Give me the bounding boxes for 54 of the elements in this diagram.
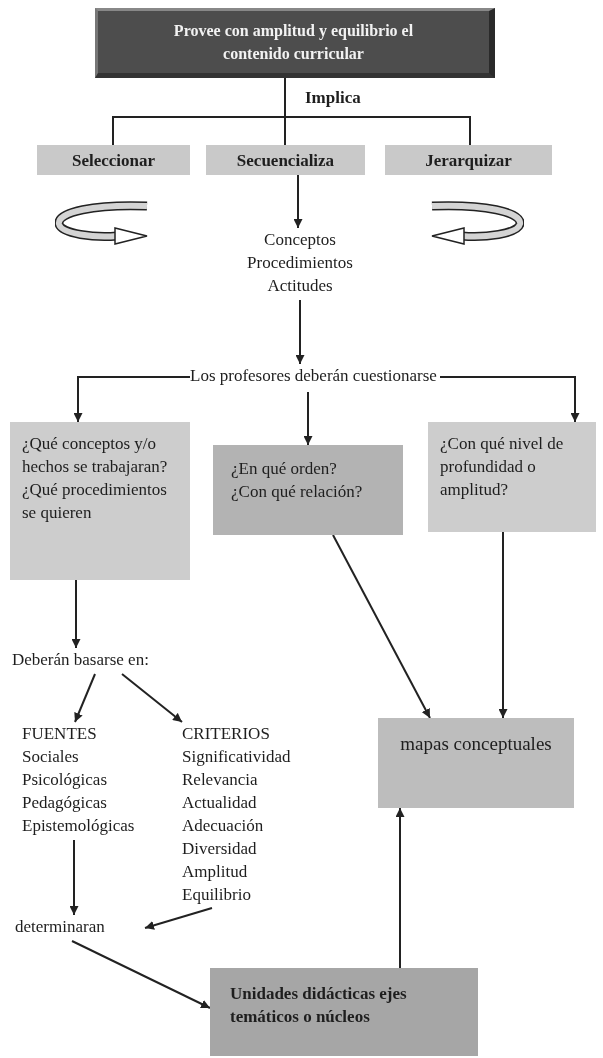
arrow <box>332 534 431 719</box>
question-box <box>10 422 190 580</box>
list-item: Significatividad <box>182 746 292 768</box>
list-item: Adecuación <box>182 815 265 837</box>
box-text: ¿Qué conceptos y/o hechos se trabajaran? <box>22 433 169 478</box>
result-box <box>210 968 478 1056</box>
question-box <box>213 445 403 535</box>
arrow <box>439 376 580 423</box>
list-item: Procedimientos <box>247 252 353 274</box>
box-text: ¿Con qué nivel de profundidad o amplitud? <box>440 433 565 501</box>
list-item: Equilibrio <box>182 884 252 906</box>
arrow <box>498 531 508 719</box>
arrow <box>121 673 183 723</box>
question-box <box>428 422 596 532</box>
node-text: Los profesores deberán cuestionarse <box>190 364 440 392</box>
box-text: ¿Qué procedimientos se quieren <box>22 479 168 524</box>
arrow <box>71 940 211 1009</box>
list-item: Actitudes <box>267 275 333 297</box>
list-item: Actualidad <box>182 792 258 814</box>
process-box <box>206 145 365 175</box>
line-label: Implica <box>305 88 361 108</box>
list-item: Sociales <box>22 746 80 768</box>
arrow <box>74 673 96 723</box>
box-text: Provee con amplitud y equilibrio el contenido curricular <box>172 21 415 64</box>
box-text: Secuencializa <box>236 149 335 172</box>
process-box <box>385 145 552 175</box>
list-item: Conceptos <box>264 229 336 251</box>
arrow <box>73 376 191 423</box>
title-box <box>95 8 495 78</box>
box-text: ¿Con qué relación? <box>231 481 364 503</box>
node-text: determinaran <box>15 915 145 941</box>
list-heading: FUENTES <box>22 723 98 745</box>
box-text: Jerarquizar <box>425 149 512 172</box>
process-box <box>37 145 190 175</box>
list-item: Epistemológicas <box>22 815 136 837</box>
box-text: Seleccionar <box>71 149 156 172</box>
list-heading: CRITERIOS <box>182 723 271 745</box>
list-item: Amplitud <box>182 861 249 883</box>
result-box <box>378 718 574 808</box>
arrow <box>69 839 79 916</box>
arrow <box>295 299 305 365</box>
arrow <box>293 174 303 229</box>
arrow <box>144 907 213 930</box>
arrow <box>303 391 313 446</box>
box-text: ¿En qué orden? <box>231 458 338 480</box>
node-text: Deberán basarse en: <box>12 648 182 674</box>
box-text: Unidades didácticas ejes temáticos o núcleos <box>230 983 408 1028</box>
list-item: Psicológicas <box>22 769 108 791</box>
box-text: mapas conceptuales <box>400 732 552 755</box>
arrow <box>71 579 81 649</box>
arrow <box>395 807 405 969</box>
list-item: Diversidad <box>182 838 258 860</box>
list-item: Relevancia <box>182 769 259 791</box>
list-item: Pedagógicas <box>22 792 108 814</box>
